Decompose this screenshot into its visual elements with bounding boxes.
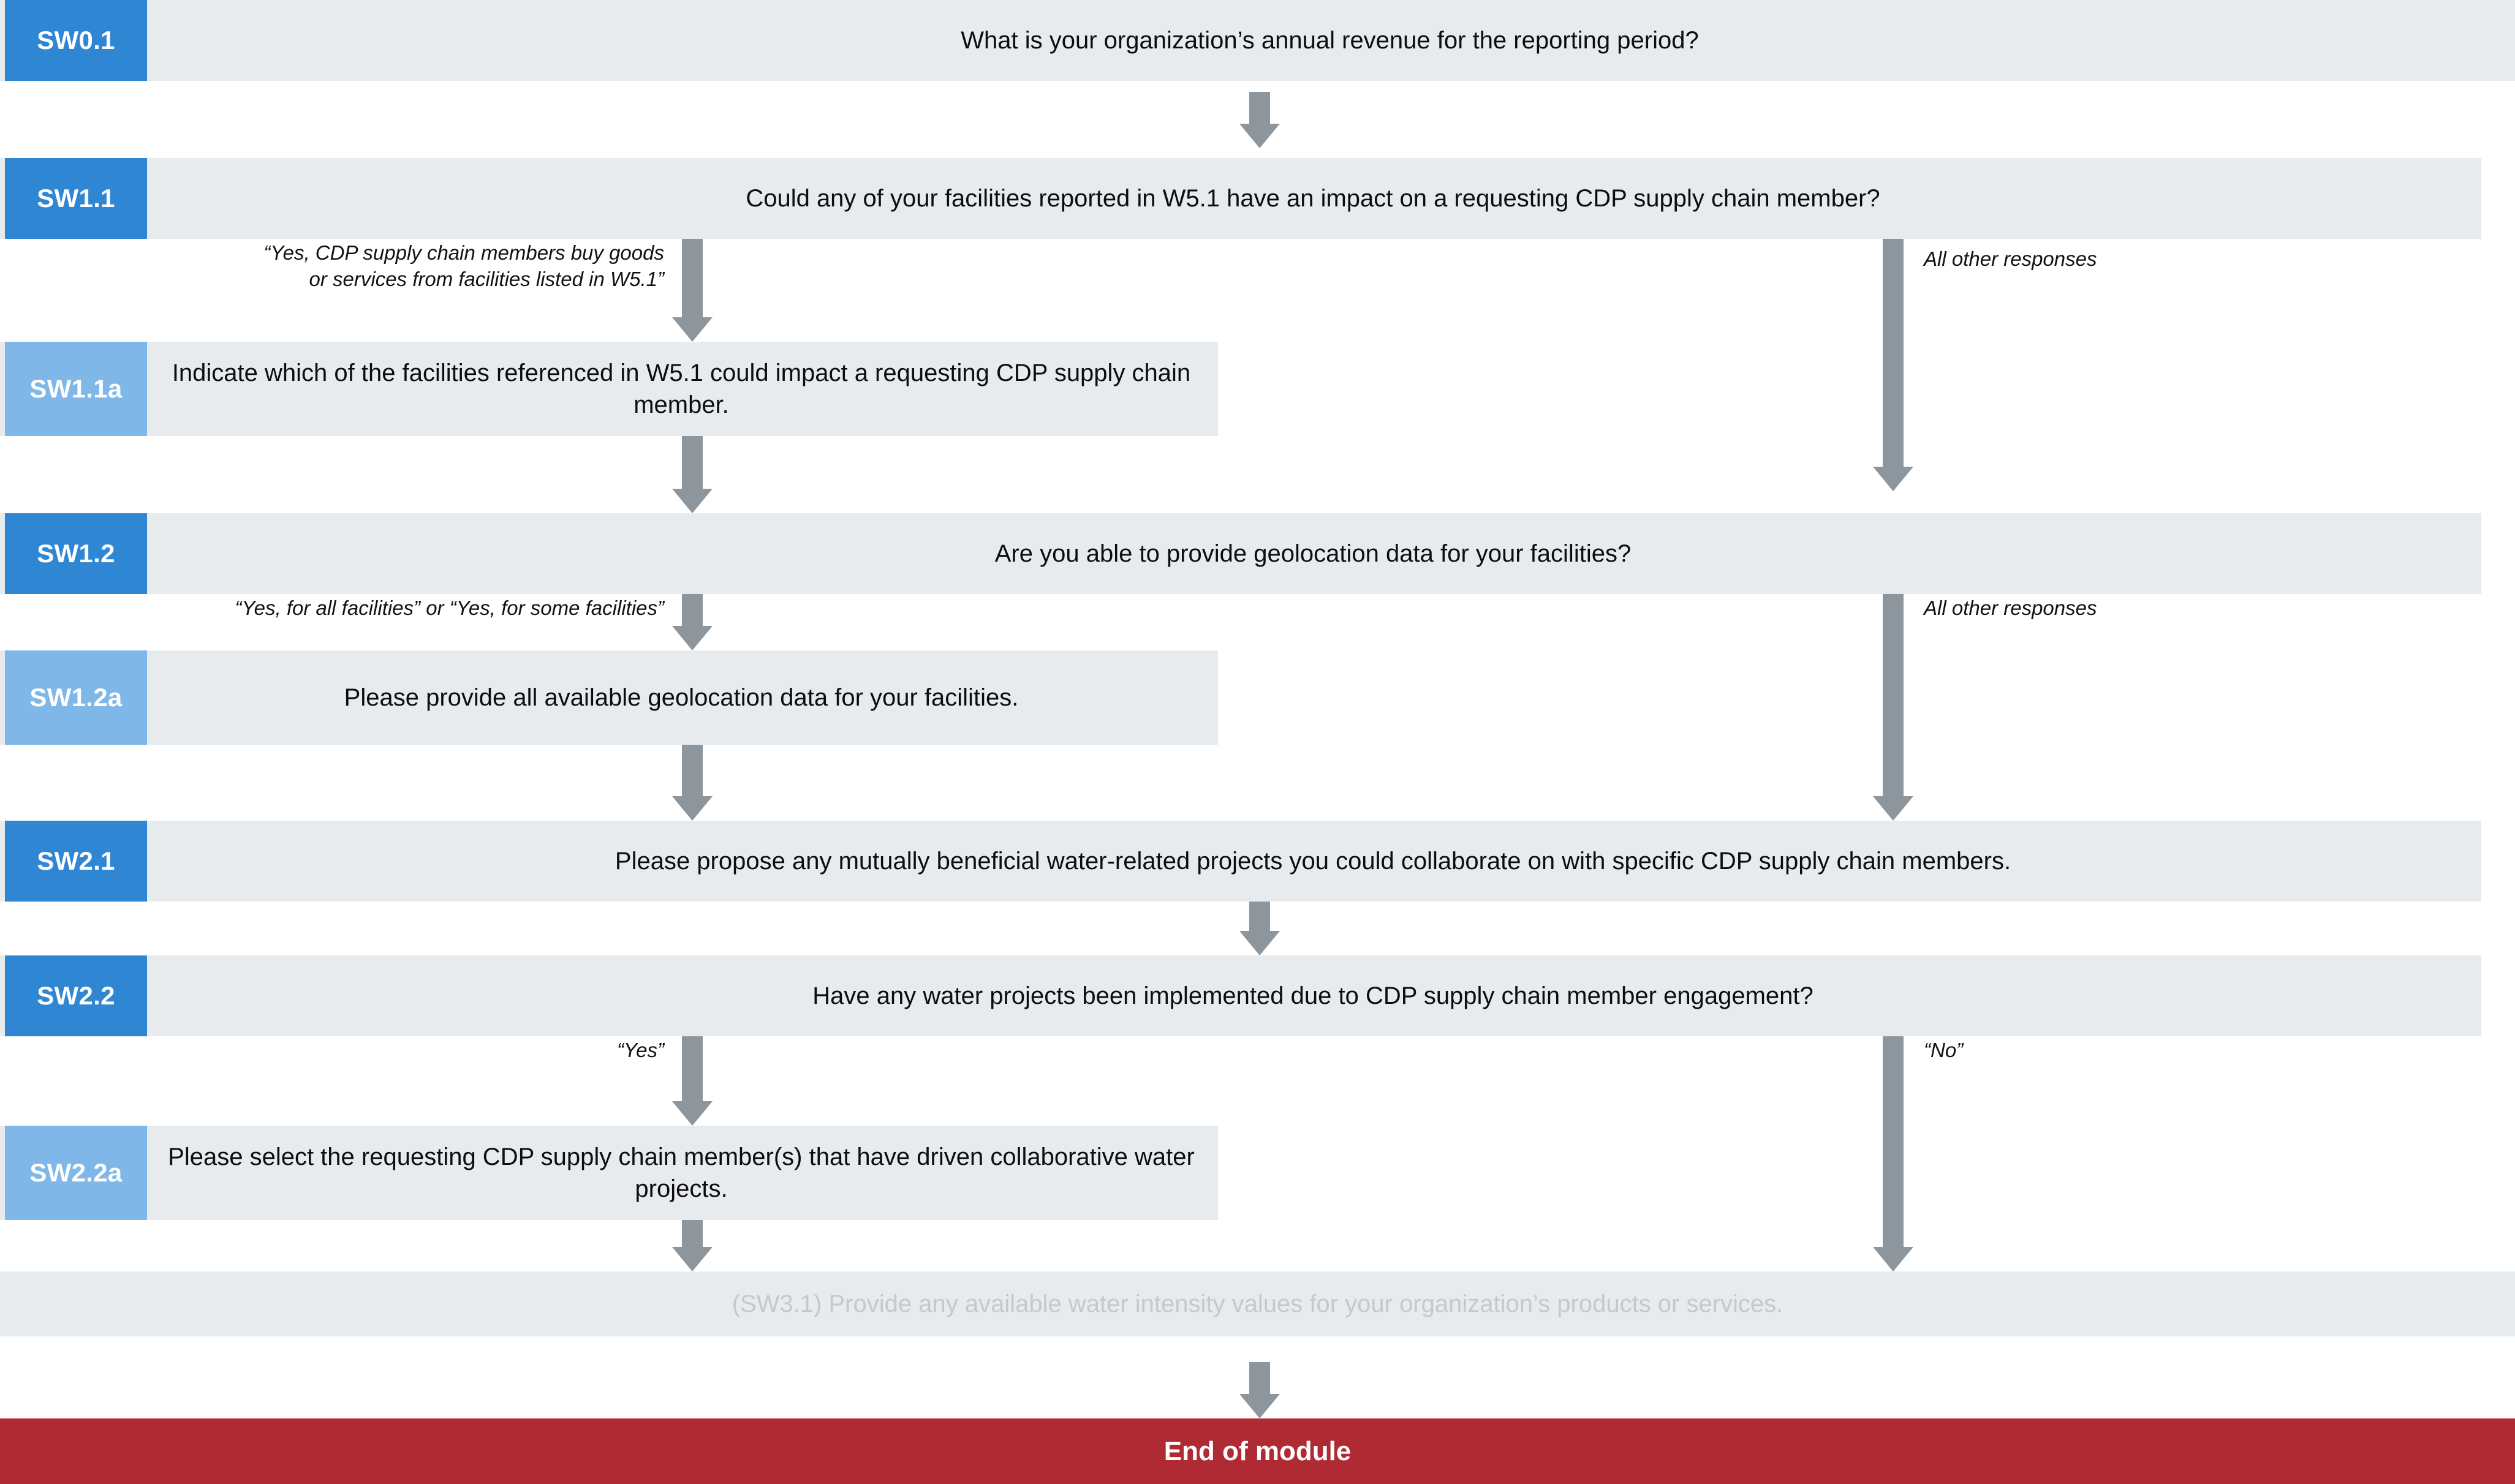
question-text: Indicate which of the facilities referen… (172, 360, 1191, 418)
question-label-text: SW1.2a (29, 683, 123, 712)
branch-label-sw1-2-other: All other responses (1924, 597, 2097, 619)
question-row-sw1-1-body: Could any of your facilities reported in… (0, 183, 2481, 214)
branch-label-sw1-1-yes: “Yes, CDP supply chain members buy goods… (263, 241, 664, 290)
flow-arrow-sw1-2-to-sw1-2a (671, 594, 713, 650)
flow-arrow-sw2-2-to-sw3-1-bypass (1872, 1036, 1914, 1271)
arrow-head (672, 626, 713, 650)
question-text-disabled: (SW3.1) Provide any available water inte… (732, 1290, 1783, 1317)
question-label-text: SW2.1 (37, 846, 115, 875)
arrow-head (672, 1101, 713, 1126)
arrow-stem (1883, 1036, 1904, 1247)
arrow-head (672, 317, 713, 342)
arrow-head (672, 796, 713, 821)
question-text: Have any water projects been implemented… (812, 982, 1813, 1009)
question-row-sw1-2-body: Are you able to provide geolocation data… (0, 538, 2481, 570)
question-label-text: SW1.1 (37, 184, 115, 213)
flow-arrow-sw2-2a-to-sw3-1 (671, 1220, 713, 1271)
question-label-sw0-1[interactable]: SW0.1 (5, 0, 147, 81)
branch-label-sw2-2-yes: “Yes” (616, 1039, 664, 1061)
arrow-stem (1249, 1362, 1270, 1394)
question-row-sw3-1-body: (SW3.1) Provide any available water inte… (0, 1288, 2515, 1320)
question-row-sw3-1-disabled: (SW3.1) Provide any available water inte… (0, 1271, 2515, 1336)
arrow-stem (682, 594, 703, 626)
question-row-sw1-2a-body: Please provide all available geolocation… (0, 682, 1218, 714)
arrow-stem (1883, 239, 1904, 467)
flow-arrow-sw1-2-to-sw2-1-bypass (1872, 594, 1914, 821)
question-label-sw1-2a[interactable]: SW1.2a (5, 650, 147, 745)
question-text: Are you able to provide geolocation data… (994, 540, 1632, 567)
question-row-sw2-2[interactable]: Have any water projects been implemented… (0, 955, 2481, 1036)
question-text: Please propose any mutually beneficial w… (615, 848, 2011, 875)
question-row-sw1-1a[interactable]: Indicate which of the facilities referen… (0, 342, 1218, 436)
question-row-sw0-1[interactable]: What is your organization’s annual reven… (0, 0, 2515, 81)
branch-label-sw2-2-no: “No” (1924, 1039, 1964, 1061)
arrow-stem (682, 1036, 703, 1101)
flow-arrow-sw1-1-to-sw1-1a (671, 239, 713, 342)
end-of-module-label: End of module (1163, 1436, 1352, 1466)
arrow-head (1239, 1394, 1280, 1418)
question-label-text: SW0.1 (37, 26, 115, 55)
question-label-sw2-2a[interactable]: SW2.2a (5, 1126, 147, 1220)
question-label-text: SW2.2 (37, 981, 115, 1010)
arrow-stem (682, 436, 703, 489)
arrow-head (1239, 124, 1280, 148)
question-row-sw2-2a-body: Please select the requesting CDP supply … (0, 1141, 1218, 1205)
arrow-stem (682, 1220, 703, 1247)
question-row-sw0-1-body: What is your organization’s annual reven… (0, 24, 2515, 56)
arrow-head (1873, 1247, 1913, 1271)
question-label-sw1-1[interactable]: SW1.1 (5, 158, 147, 239)
arrow-stem (1883, 594, 1904, 796)
flow-arrow-sw1-1-to-sw2-1-bypass (1872, 239, 1914, 491)
question-row-sw2-2a[interactable]: Please select the requesting CDP supply … (0, 1126, 1218, 1220)
flow-arrow-sw2-1-to-sw2-2 (1239, 902, 1280, 955)
question-row-sw2-2-body: Have any water projects been implemented… (0, 980, 2481, 1012)
flow-arrow-sw0-1-to-sw1-1 (1239, 92, 1280, 148)
arrow-stem (682, 745, 703, 796)
arrow-head (1239, 931, 1280, 955)
question-label-text: SW2.2a (29, 1158, 123, 1187)
flow-arrow-sw1-1a-to-sw1-2 (671, 436, 713, 513)
question-label-sw1-2[interactable]: SW1.2 (5, 513, 147, 594)
arrow-head (672, 489, 713, 513)
question-label-sw1-1a[interactable]: SW1.1a (5, 342, 147, 436)
flow-arrow-sw2-2-to-sw2-2a (671, 1036, 713, 1126)
arrow-stem (1249, 92, 1270, 124)
arrow-stem (682, 239, 703, 317)
question-row-sw1-1[interactable]: Could any of your facilities reported in… (0, 158, 2481, 239)
question-text: Could any of your facilities reported in… (746, 185, 1880, 212)
arrow-stem (1249, 902, 1270, 931)
question-label-sw2-2[interactable]: SW2.2 (5, 955, 147, 1036)
branch-label-sw1-1-other: All other responses (1924, 247, 2097, 270)
question-text: Please provide all available geolocation… (344, 684, 1019, 711)
question-label-sw2-1[interactable]: SW2.1 (5, 821, 147, 902)
question-text: What is your organization’s annual reven… (961, 27, 1699, 54)
arrow-head (1873, 467, 1913, 491)
question-row-sw2-1-body: Please propose any mutually beneficial w… (0, 845, 2481, 877)
branch-label-sw1-2-yes: “Yes, for all facilities” or “Yes, for s… (235, 597, 664, 619)
flow-arrow-sw3-1-to-end (1239, 1362, 1280, 1418)
question-row-sw1-2[interactable]: Are you able to provide geolocation data… (0, 513, 2481, 594)
arrow-head (1873, 796, 1913, 821)
question-row-sw1-1a-body: Indicate which of the facilities referen… (0, 357, 1218, 421)
question-text: Please select the requesting CDP supply … (168, 1143, 1195, 1202)
flow-arrow-sw1-2a-to-sw2-1 (671, 745, 713, 821)
arrow-head (672, 1247, 713, 1271)
end-of-module-bar: End of module (0, 1418, 2515, 1484)
question-label-text: SW1.1a (29, 374, 123, 403)
question-row-sw2-1[interactable]: Please propose any mutually beneficial w… (0, 821, 2481, 902)
question-label-text: SW1.2 (37, 539, 115, 568)
question-row-sw1-2a[interactable]: Please provide all available geolocation… (0, 650, 1218, 745)
